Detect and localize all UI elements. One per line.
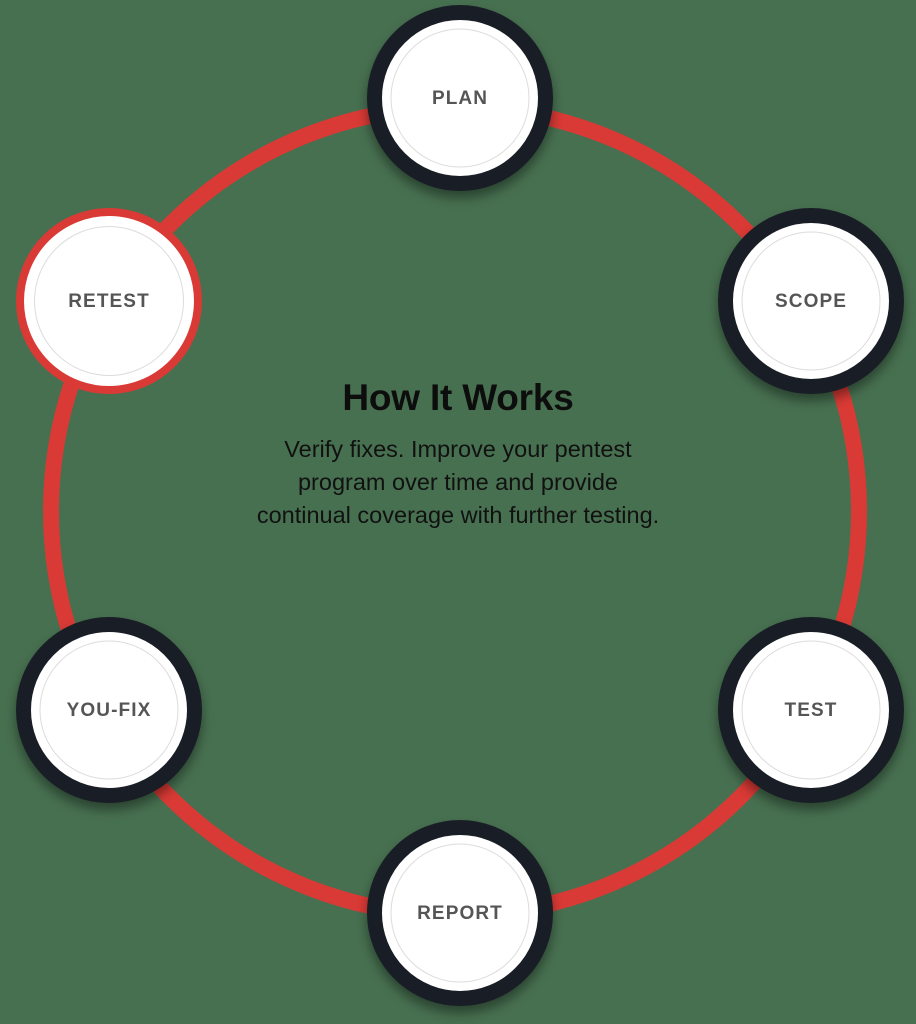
cycle-node-label: TEST [784, 699, 838, 721]
cycle-node-label: RETEST [68, 290, 150, 312]
cycle-node-label: YOU-FIX [66, 699, 152, 721]
cycle-node-label: SCOPE [774, 290, 848, 312]
cycle-node-you-fix[interactable]: YOU-FIX [16, 617, 202, 803]
cycle-node-report[interactable]: REPORT [367, 820, 553, 1006]
cycle-node-test[interactable]: TEST [718, 617, 904, 803]
cycle-node-label: REPORT [417, 902, 503, 924]
cycle-node-scope[interactable]: SCOPE [718, 208, 904, 394]
cycle-node-retest[interactable]: RETEST [16, 208, 202, 394]
cycle-node-plan[interactable]: PLAN [367, 5, 553, 191]
cycle-node-label: PLAN [431, 87, 489, 109]
cycle-ring-circle [43, 99, 867, 923]
